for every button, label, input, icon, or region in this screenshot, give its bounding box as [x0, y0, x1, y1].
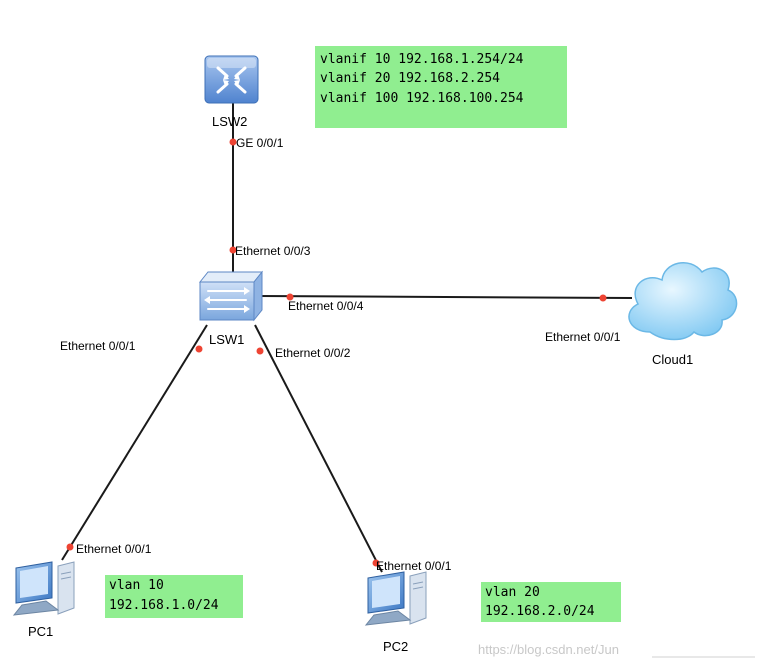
port-label-pc1-e1: Ethernet 0/0/1	[76, 542, 152, 556]
note-pc2-line-2: 192.168.2.0/24	[485, 604, 595, 619]
note-lsw2-box	[315, 46, 567, 128]
layer3-switch-icon	[204, 55, 259, 104]
note-lsw2-line-1: vlanif 10 192.168.1.254/24	[320, 52, 524, 67]
port-label-lsw1-e2: Ethernet 0/0/2	[275, 346, 351, 360]
note-pc1-box	[105, 575, 243, 618]
switch-lsw2[interactable]: LSW2	[204, 55, 259, 129]
note-pc2-vlan: vlan 20 192.168.2.0/24	[481, 582, 621, 622]
pc1-label: PC1	[28, 624, 53, 639]
note-pc2-box	[481, 582, 621, 622]
note-lsw2-line-2: vlanif 20 192.168.2.254	[320, 71, 500, 86]
port-dot-lsw2-ge	[229, 138, 237, 146]
cloud-icon	[628, 262, 738, 341]
port-dot-lsw1-e1	[195, 345, 203, 353]
note-lsw2-vlanif: vlanif 10 192.168.1.254/24 vlanif 20 192…	[315, 46, 567, 128]
port-label-lsw2-ge: GE 0/0/1	[236, 136, 284, 150]
pc2-label: PC2	[383, 639, 408, 654]
port-dot-lsw1-e4	[286, 293, 294, 301]
switch-lsw1[interactable]: LSW1	[198, 270, 264, 347]
note-pc2-line-1: vlan 20	[485, 585, 540, 600]
note-lsw2-line-3: vlanif 100 192.168.100.254	[320, 91, 524, 106]
port-label-cloud-e1: Ethernet 0/0/1	[545, 330, 621, 344]
note-pc1-line-2: 192.168.1.0/24	[109, 598, 219, 613]
link-lsw1-cloud1	[257, 295, 633, 299]
port-dot-lsw1-e2	[256, 347, 264, 355]
cloud1-label: Cloud1	[652, 352, 693, 367]
port-label-lsw1-e4: Ethernet 0/0/4	[288, 299, 364, 313]
port-label-lsw1-e3: Ethernet 0/0/3	[235, 244, 311, 258]
pc-icon	[12, 561, 75, 616]
note-pc1-vlan: vlan 10 192.168.1.0/24	[105, 575, 243, 618]
port-dot-cloud-e1	[599, 294, 607, 302]
cloud-cloud1[interactable]: Cloud1	[628, 262, 738, 367]
lsw2-label: LSW2	[212, 114, 247, 129]
port-label-pc2-e1: Ethernet 0/0/1	[376, 559, 452, 573]
watermark: https://blog.csdn.net/Jun	[478, 642, 619, 657]
pc-pc2[interactable]: PC2	[364, 571, 427, 654]
link-lsw1-pc2	[254, 324, 383, 573]
port-label-lsw1-e1: Ethernet 0/0/1	[60, 339, 136, 353]
switch-icon	[198, 270, 264, 322]
lsw1-label: LSW1	[209, 332, 244, 347]
pc-icon	[364, 571, 427, 626]
port-dot-pc1-e1	[66, 543, 74, 551]
port-dot-pc2-e1	[372, 559, 380, 567]
note-pc1-line-1: vlan 10	[109, 578, 164, 593]
port-dot-lsw1-e3	[229, 246, 237, 254]
pc-pc1[interactable]: PC1	[12, 561, 75, 639]
link-lsw1-pc1	[61, 324, 208, 561]
